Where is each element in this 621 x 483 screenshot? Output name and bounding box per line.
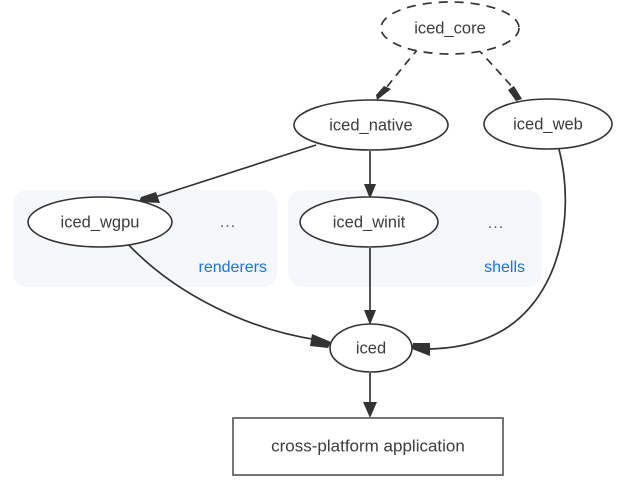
node-iced-core[interactable]: iced_core bbox=[380, 1, 520, 55]
node-application-label: cross-platform application bbox=[271, 436, 465, 455]
edge-iced-native-to-iced-winit bbox=[364, 151, 376, 199]
node-iced-native[interactable]: iced_native bbox=[293, 99, 449, 151]
cluster-shells-label: shells bbox=[484, 259, 525, 276]
node-iced-core-label: iced_core bbox=[414, 19, 486, 37]
arrow-head bbox=[364, 310, 376, 325]
edge-iced-to-application bbox=[363, 373, 377, 418]
arrow-head bbox=[139, 192, 160, 203]
node-cross-platform-application[interactable]: cross-platform application bbox=[232, 417, 504, 476]
node-iced-winit-shape[interactable] bbox=[299, 196, 439, 248]
edge-iced-wgpu-to-iced bbox=[125, 241, 331, 348]
arrow-head bbox=[376, 86, 391, 100]
arrow-head bbox=[364, 184, 376, 199]
edge-iced-native-to-iced-wgpu bbox=[139, 144, 317, 203]
edge-iced-winit-to-iced bbox=[364, 248, 376, 325]
node-iced-native-label: iced_native bbox=[329, 116, 412, 134]
edge-iced-core-to-iced-native bbox=[376, 47, 420, 100]
node-iced-label: iced bbox=[356, 339, 386, 357]
node-iced-web[interactable]: iced_web bbox=[483, 98, 613, 150]
node-iced-winit[interactable]: iced_winit bbox=[299, 196, 439, 248]
node-iced-core-shape[interactable] bbox=[380, 1, 520, 55]
node-iced-wgpu[interactable]: iced_wgpu bbox=[27, 196, 173, 248]
arrow-head bbox=[412, 343, 430, 356]
arrow-head bbox=[363, 402, 377, 418]
cluster-renderers-label: renderers bbox=[199, 259, 267, 276]
node-iced-winit-label: iced_winit bbox=[333, 213, 406, 231]
arrow-head bbox=[508, 86, 522, 101]
edge-iced-core-to-iced-web bbox=[476, 47, 522, 101]
node-iced[interactable]: iced bbox=[329, 323, 413, 373]
node-iced-web-shape[interactable] bbox=[483, 98, 613, 150]
edge-iced-web-to-iced bbox=[412, 148, 567, 356]
node-iced-web-label: iced_web bbox=[513, 115, 583, 133]
cluster-renderers-ellipsis: ... bbox=[220, 214, 236, 231]
node-iced-wgpu-label: iced_wgpu bbox=[61, 213, 140, 231]
node-application-shape[interactable] bbox=[232, 417, 504, 476]
node-iced-wgpu-shape[interactable] bbox=[27, 196, 173, 248]
node-iced-native-shape[interactable] bbox=[293, 99, 449, 151]
arrow-head bbox=[310, 334, 331, 348]
node-iced-shape[interactable] bbox=[329, 323, 413, 373]
cluster-shells-ellipsis: ... bbox=[488, 215, 504, 232]
